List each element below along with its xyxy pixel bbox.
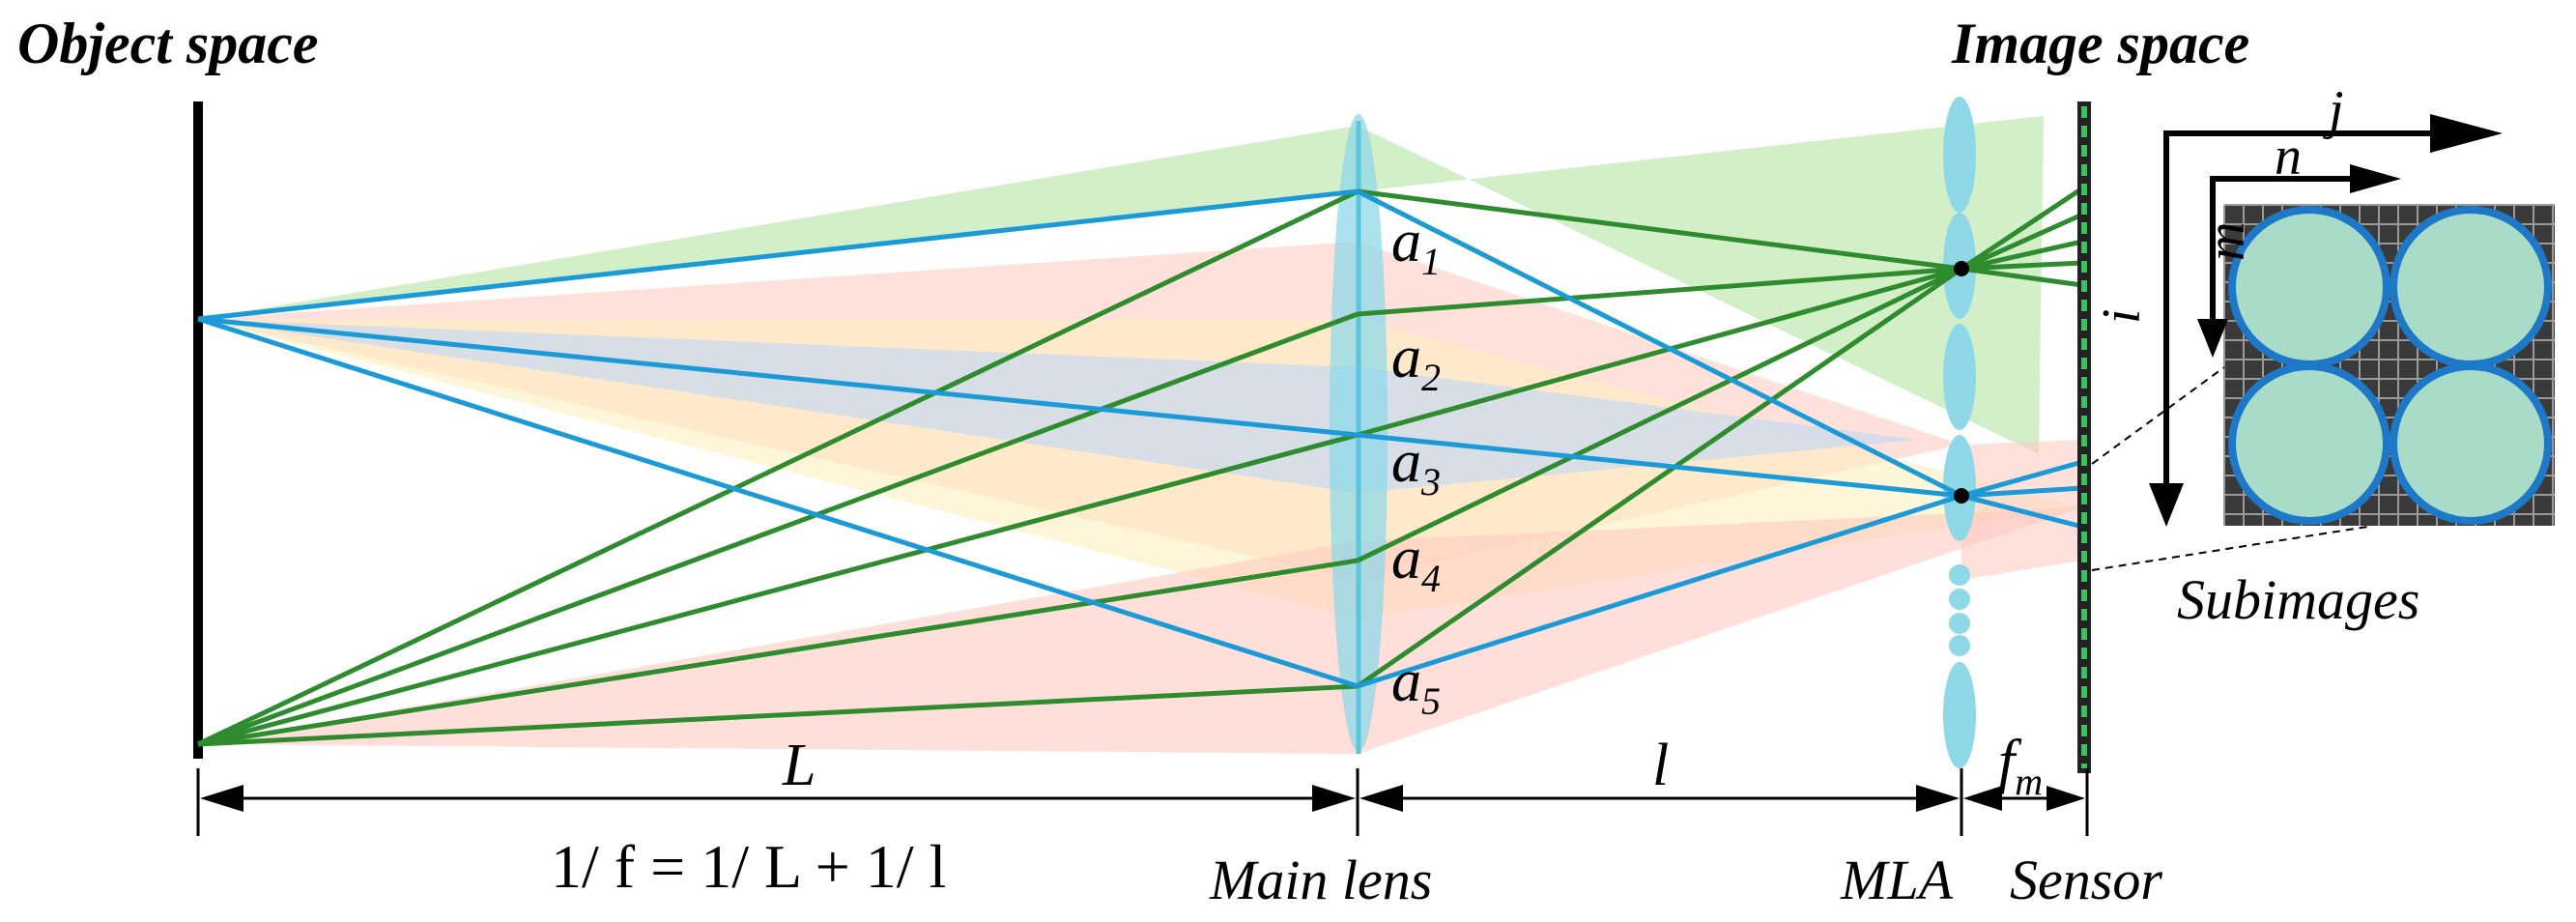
ray [1960, 212, 2084, 272]
axis-j-label: j [2323, 80, 2344, 140]
ray [197, 432, 1359, 747]
ray [197, 558, 1359, 747]
subimages-label: Subimages [2177, 568, 2419, 631]
microlens [1943, 324, 1976, 430]
subimage-circle-bottom-right [2390, 362, 2552, 525]
subimage-panel [2223, 204, 2555, 526]
aperture-label-3: a3 [1391, 429, 1441, 504]
axis-n-m [2210, 176, 2358, 324]
ray [1961, 266, 2083, 288]
mla-label: MLA [1840, 849, 1954, 911]
ray [1961, 493, 2083, 530]
ray-cones [198, 116, 2082, 754]
distance-fm-label: fm [1998, 729, 2043, 803]
ray [1960, 186, 2084, 272]
axis-arrowheads [2149, 114, 2503, 527]
axis-m-label: m [2196, 222, 2256, 261]
lens-equation: 1/ f = 1/ L + 1/ l [551, 832, 946, 901]
ray [1961, 239, 2083, 272]
ray [1961, 485, 2083, 499]
focus-point-blue [1954, 488, 1969, 504]
arrowhead [1916, 785, 1960, 812]
arrow-j [2430, 114, 2503, 153]
ray [1357, 188, 1962, 272]
axis-j-i [2163, 130, 2435, 503]
cone-green [198, 116, 2044, 454]
green-rays [196, 186, 2084, 747]
microlens-dot [1949, 589, 1970, 610]
ray [1356, 266, 1963, 689]
axis-n-label: n [2275, 127, 2302, 187]
sensor-label: Sensor [2010, 849, 2162, 911]
microlens [1943, 97, 1976, 213]
ray [1357, 432, 1962, 499]
ray [197, 311, 1359, 747]
arrowhead [1312, 785, 1356, 812]
ray [1961, 459, 2083, 499]
focus-point-green [1954, 261, 1969, 276]
dimension-lines [196, 768, 2089, 836]
ray [1357, 266, 1962, 317]
microlens-dot [1949, 564, 1970, 586]
axis-i-label: i [2092, 308, 2152, 324]
ray [197, 188, 1359, 322]
distance-l-label: l [1652, 733, 1669, 798]
object-space-title: Object space [17, 12, 319, 75]
microlens-dot [1949, 635, 1970, 656]
arrowhead [2046, 786, 2085, 811]
ray [1356, 266, 1963, 563]
ray [197, 683, 1359, 747]
ray [1357, 266, 1962, 438]
object-plane [193, 101, 203, 759]
ray [197, 316, 1359, 689]
arrowhead [1963, 786, 2002, 811]
index-axes [2163, 130, 2435, 503]
ray [1357, 493, 1962, 689]
ray [196, 188, 1360, 747]
connector-top [2091, 366, 2225, 465]
image-space-title: Image space [1951, 12, 2249, 75]
arrowhead [1360, 785, 1403, 812]
subimage-circle-top-right [2390, 206, 2552, 368]
arrowhead [200, 785, 243, 812]
aperture-label-4: a4 [1391, 526, 1441, 600]
arrow-n [2350, 164, 2401, 193]
subimage-circle-bottom-left [2228, 362, 2390, 525]
distance-L-label: L [782, 733, 816, 798]
arrow-i [2149, 483, 2184, 527]
microlens [1943, 435, 1976, 541]
microlens [1943, 662, 1976, 768]
blue-rays [197, 188, 2083, 689]
microlens-dot [1949, 613, 1970, 634]
dimension-arrowheads [200, 785, 2085, 812]
aperture-labels: a1 a2 a3 a4 a5 [1391, 209, 1441, 723]
aperture-label-2: a2 [1391, 325, 1441, 399]
ray [1356, 188, 1963, 499]
aperture-label-1: a1 [1391, 209, 1441, 283]
connector-bottom [2091, 526, 2368, 571]
aperture-label-5: a5 [1391, 648, 1441, 723]
main-lens-label: Main lens [1209, 849, 1432, 911]
ray [1961, 260, 2083, 272]
ray [197, 316, 1359, 438]
cone-red-lower [198, 507, 2082, 754]
arrow-m [2197, 319, 2228, 358]
